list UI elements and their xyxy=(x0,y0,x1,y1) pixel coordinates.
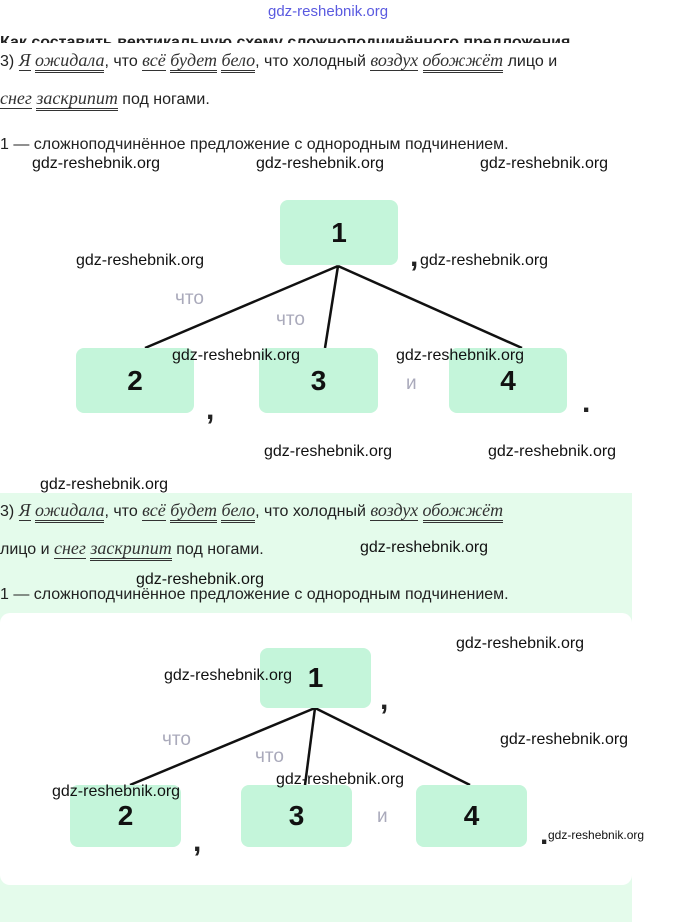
word: обожжёт xyxy=(422,500,504,523)
text: лицо и xyxy=(503,53,558,70)
conjunction-label: что xyxy=(175,288,204,309)
description: 1 — сложноподчинённое предложение с одно… xyxy=(0,586,509,603)
and-label: и xyxy=(406,373,417,394)
watermark: gdz-reshebnik.org xyxy=(548,828,645,842)
word: ожидала xyxy=(34,50,105,73)
watermark: gdz-reshebnik.org xyxy=(164,667,293,684)
word: снег xyxy=(0,88,32,109)
watermark: gdz-reshebnik.org xyxy=(456,635,585,652)
sentence-line-1: 3) Я ожидала, что всё будет бело, что хо… xyxy=(0,50,558,73)
sentence-line-2: снег заскрипит под ногами. xyxy=(0,88,210,111)
watermark: gdz-reshebnik.org xyxy=(40,476,169,493)
word: всё xyxy=(142,500,166,521)
word: Я xyxy=(18,500,31,521)
sentence-line-2: лицо и снег заскрипит под ногами. xyxy=(0,538,264,561)
word: заскрипит xyxy=(90,538,172,561)
word: заскрипит xyxy=(36,88,118,111)
watermark: gdz-reshebnik.org xyxy=(172,347,301,364)
word: воздух xyxy=(370,500,419,521)
word: всё xyxy=(142,50,166,71)
watermark: gdz-reshebnik.org xyxy=(420,252,549,269)
clause-box-4: 4 xyxy=(449,348,567,413)
and-label: и xyxy=(377,806,388,827)
watermark-top: gdz-reshebnik.org xyxy=(268,3,389,20)
word: бело xyxy=(221,50,256,73)
word: снег xyxy=(53,538,86,559)
text: под ногами. xyxy=(117,91,210,108)
period: . xyxy=(540,818,549,851)
text: , что xyxy=(104,503,143,520)
clause-box-4: 4 xyxy=(416,785,527,847)
text: , что холодный xyxy=(255,503,371,520)
watermark: gdz-reshebnik.org xyxy=(276,771,405,788)
word: бело xyxy=(221,500,256,523)
watermark: gdz-reshebnik.org xyxy=(396,347,525,364)
conjunction-label: что xyxy=(162,729,191,750)
sentence-line-1: 3) Я ожидала, что всё будет бело, что хо… xyxy=(0,500,504,523)
conjunction-label: что xyxy=(276,309,305,330)
conjunction-label: что xyxy=(255,746,284,767)
clause-box-1: 1 xyxy=(280,200,398,265)
watermark: gdz-reshebnik.org xyxy=(32,155,161,172)
watermark: gdz-reshebnik.org xyxy=(52,783,181,800)
comma: , xyxy=(193,825,202,858)
comma: , xyxy=(380,683,389,716)
watermark: gdz-reshebnik.org xyxy=(488,443,617,460)
text: под ногами. xyxy=(171,541,264,558)
watermark: gdz-reshebnik.org xyxy=(360,539,489,556)
clause-box-3: 3 xyxy=(241,785,352,847)
word: будет xyxy=(170,500,218,523)
watermark: gdz-reshebnik.org xyxy=(480,155,609,172)
clause-box-1: 1 xyxy=(260,648,371,708)
comma: , xyxy=(206,393,215,426)
item-number: 3) xyxy=(0,53,15,70)
word: обожжёт xyxy=(422,50,504,73)
word: ожидала xyxy=(34,500,105,523)
comma: , xyxy=(410,240,419,273)
watermark: gdz-reshebnik.org xyxy=(264,443,393,460)
text: , что холодный xyxy=(255,53,371,70)
word: Я xyxy=(18,50,31,71)
word: воздух xyxy=(370,50,419,71)
clause-box-3: 3 xyxy=(259,348,378,413)
clause-box-2: 2 xyxy=(70,785,181,847)
watermark: gdz-reshebnik.org xyxy=(136,571,265,588)
watermark: gdz-reshebnik.org xyxy=(500,731,629,748)
watermark: gdz-reshebnik.org xyxy=(256,155,385,172)
word: будет xyxy=(170,50,218,73)
watermark: gdz-reshebnik.org xyxy=(76,252,205,269)
page-heading: Как составить вертикальную схему сложноп… xyxy=(0,34,571,43)
item-number: 3) xyxy=(0,503,15,520)
clause-box-2: 2 xyxy=(76,348,194,413)
description: 1 — сложноподчинённое предложение с одно… xyxy=(0,136,509,153)
period: . xyxy=(582,386,591,419)
text: , что xyxy=(104,53,143,70)
